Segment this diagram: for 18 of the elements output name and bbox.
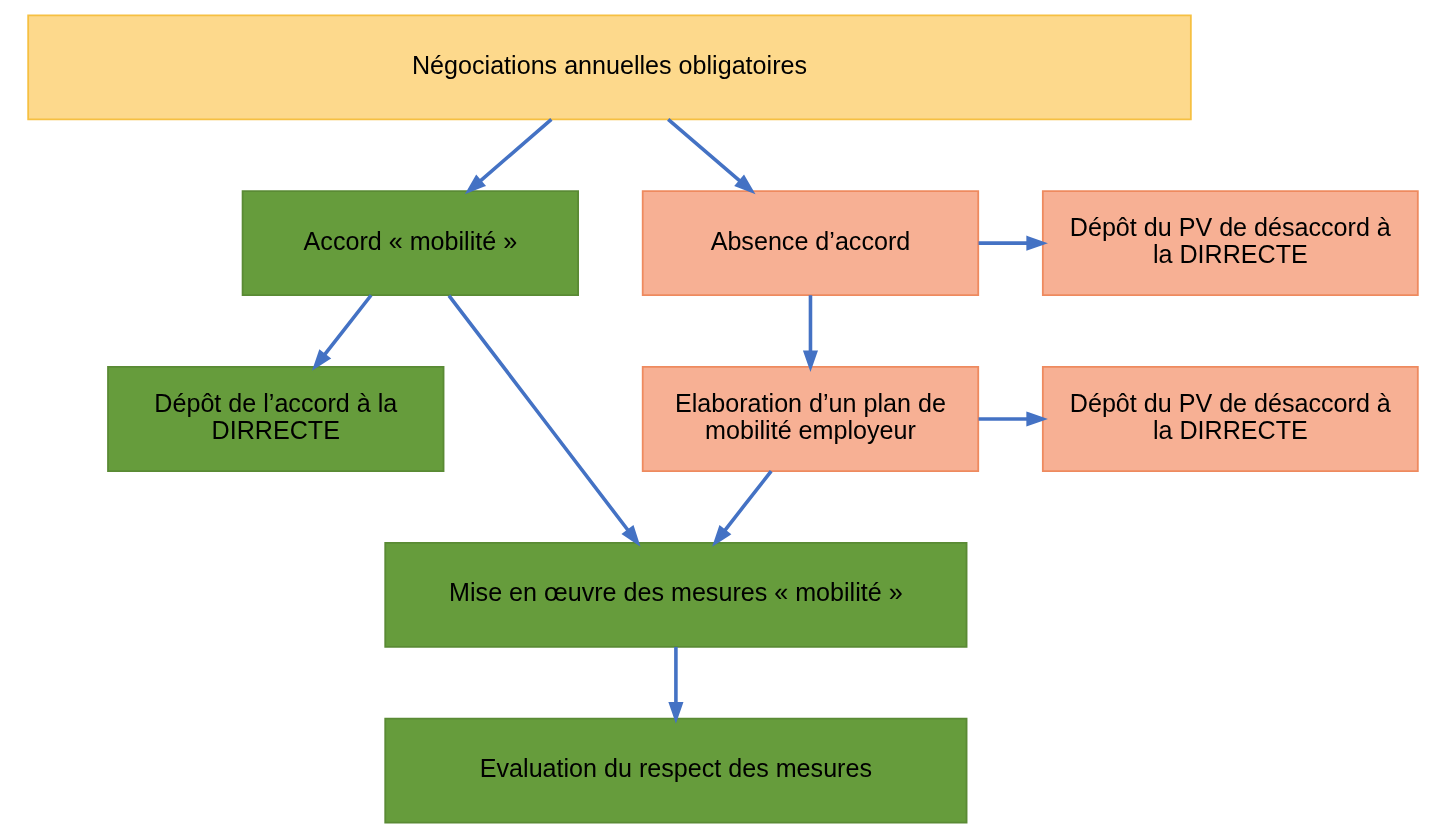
arrow (311, 294, 372, 371)
arrow (667, 646, 683, 724)
arrow (802, 295, 818, 372)
node-box: Dépôt du PV de désaccord à la DIRRECTE (1041, 190, 1419, 297)
node-box: Négociations annuelles obligatoires (26, 14, 1192, 121)
arrow (447, 294, 641, 547)
node-box: Dépôt du PV de désaccord à la DIRRECTE (1041, 366, 1419, 472)
arrow (464, 118, 553, 195)
node-box: Absence d’accord (641, 190, 979, 297)
node-box: Mise en œuvre des mesures « mobilité » (383, 541, 967, 648)
arrow (666, 118, 755, 195)
node-box: Dépôt de l’accord à la DIRRECTE (106, 366, 444, 472)
arrow (978, 235, 1048, 251)
arrow (711, 470, 773, 547)
node-box: Accord « mobilité » (241, 190, 579, 297)
node-box: Evaluation du respect des mesures (383, 717, 967, 824)
node-box: Elaboration d’un plan de mobilité employeur (641, 366, 979, 472)
arrow (978, 411, 1048, 427)
